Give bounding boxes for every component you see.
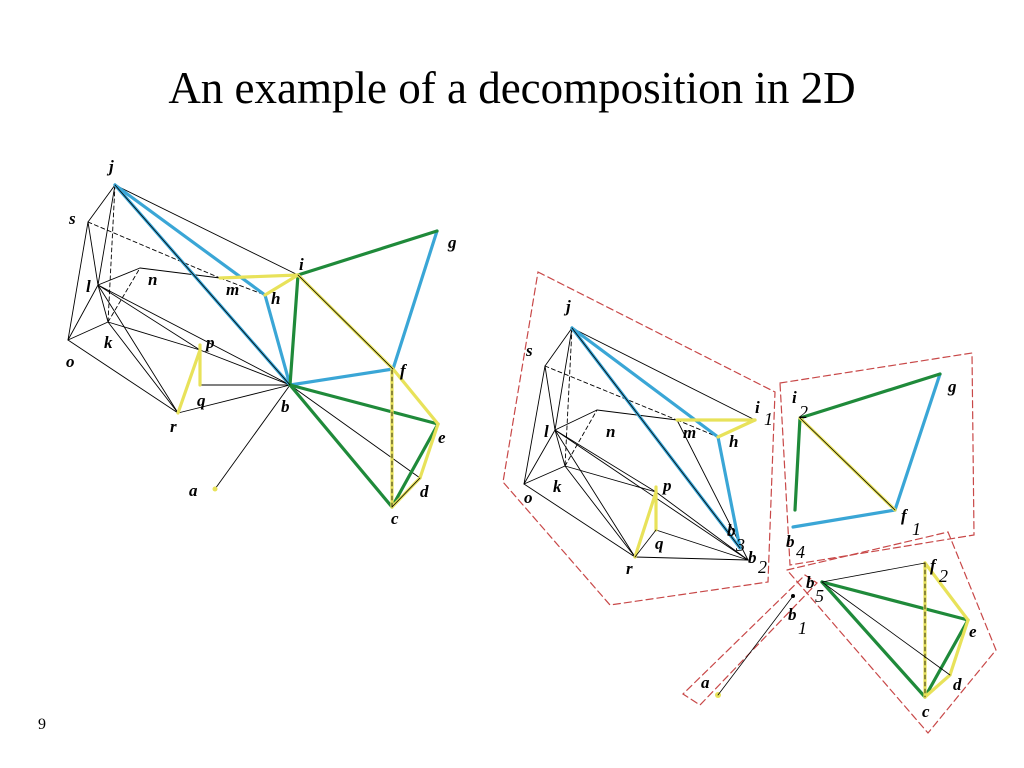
right-label-s: s	[525, 341, 533, 360]
left-overlay-edges	[114, 184, 421, 508]
partition-4	[682, 574, 818, 706]
right-label-d: d	[953, 675, 962, 694]
right-label-b1: b	[788, 605, 797, 624]
right-blue-edges	[570, 326, 942, 550]
left-label-n: n	[148, 270, 157, 289]
right-label-i2-sub: 2	[799, 402, 808, 422]
right-label-b5: b	[806, 573, 815, 592]
right-label-k: k	[553, 477, 562, 496]
left-edges	[67, 184, 439, 490]
right-label-r: r	[626, 559, 633, 578]
right-green-edges	[793, 372, 970, 699]
right-label-i1: i	[755, 398, 760, 417]
partition-boundaries	[502, 271, 997, 734]
right-label-i2: i	[792, 388, 797, 407]
right-label-p: p	[661, 476, 672, 495]
right-label-b1-sub: 1	[798, 618, 807, 638]
right-label-m: m	[683, 423, 696, 442]
right-label-f2-sub: 2	[939, 566, 948, 586]
left-label-m: m	[226, 280, 239, 299]
right-label-b4-sub: 4	[796, 542, 805, 562]
left-label-p: p	[204, 333, 215, 352]
left-label-k: k	[104, 333, 113, 352]
right-label-o: o	[524, 488, 533, 507]
right-label-j: j	[563, 297, 571, 316]
left-label-f: f	[400, 361, 408, 380]
right-label-b3: b	[727, 521, 736, 540]
right-label-f1: f	[901, 506, 909, 525]
left-label-q: q	[197, 391, 206, 410]
right-dashed-edges	[544, 327, 719, 467]
left-figure: j s l n m h i g o k p q r b f e d c a	[66, 157, 457, 528]
right-edges	[523, 327, 756, 561]
left-label-e: e	[438, 428, 446, 447]
right-label-a: a	[701, 673, 710, 692]
right-label-b5-sub: 5	[815, 586, 824, 606]
right-label-n: n	[606, 422, 615, 441]
left-green-edges	[288, 229, 440, 509]
right-label-b3-sub: 3	[735, 535, 745, 555]
left-label-b: b	[281, 397, 290, 416]
left-label-a: a	[189, 481, 198, 500]
left-label-l: l	[86, 277, 91, 296]
right-label-e: e	[969, 622, 977, 641]
right-label-b2-sub: 2	[758, 557, 767, 577]
left-label-i: i	[299, 255, 304, 274]
right-label-f2: f	[930, 556, 938, 575]
slide-title: An example of a decomposition in 2D	[168, 63, 856, 113]
right-label-h: h	[729, 432, 738, 451]
left-label-r: r	[170, 417, 177, 436]
left-label-o: o	[66, 352, 75, 371]
partition-3	[785, 531, 997, 734]
right-label-i1-sub: 1	[764, 409, 773, 429]
right-label-q: q	[655, 534, 664, 553]
right-overlay-edges	[571, 327, 951, 698]
left-label-s: s	[68, 209, 76, 228]
left-vertex-a	[212, 486, 218, 492]
right-label-b2: b	[748, 548, 757, 567]
partition-1	[502, 271, 776, 606]
right-label-l: l	[544, 422, 549, 441]
right-vertex-b1	[791, 594, 795, 598]
right-label-g: g	[947, 377, 957, 396]
left-label-j: j	[106, 157, 114, 176]
partition-2	[779, 352, 975, 566]
left-label-d: d	[420, 482, 429, 501]
left-label-g: g	[447, 233, 457, 252]
left-label-c: c	[391, 509, 399, 528]
left-dashed-edges	[87, 184, 266, 323]
right-label-f1-sub: 1	[912, 519, 921, 539]
left-label-h: h	[271, 289, 280, 308]
right-figure: j s l n m h i 1 i 2 g f 1 f 2 o k p q r …	[502, 271, 997, 734]
right-label-c: c	[922, 702, 930, 721]
left-blue-edges	[113, 183, 439, 387]
right-label-b4: b	[786, 532, 795, 551]
page-number: 9	[38, 716, 46, 733]
